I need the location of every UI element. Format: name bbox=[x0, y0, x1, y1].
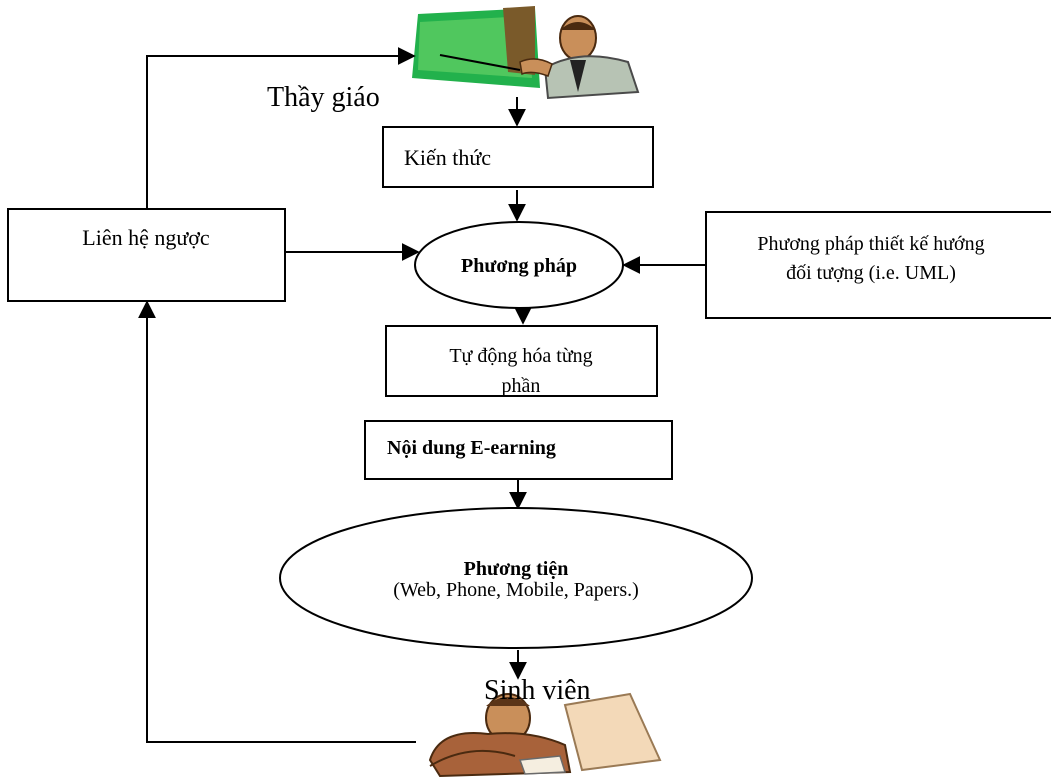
oo-design-line1: Phương pháp thiết kế hướng bbox=[757, 233, 984, 255]
content-label: Nội dung E-earning bbox=[387, 437, 556, 459]
feedback-label: Liên hệ ngược bbox=[82, 225, 210, 250]
teacher-label: Thầy giáo bbox=[267, 82, 380, 113]
method-label: Phương pháp bbox=[461, 255, 577, 277]
means-ellipse: Phương tiện (Web, Phone, Mobile, Papers.… bbox=[279, 507, 753, 649]
knowledge-box: Kiến thức bbox=[382, 126, 654, 188]
automation-line2: phần bbox=[502, 375, 541, 397]
student-label: Sinh viên bbox=[484, 675, 591, 706]
connectors bbox=[138, 47, 705, 743]
oo-design-line2: đối tượng (i.e. UML) bbox=[786, 262, 956, 284]
feedback-box: Liên hệ ngược bbox=[7, 208, 286, 302]
automation-box: Tự động hóa từng phần bbox=[385, 325, 658, 397]
knowledge-label: Kiến thức bbox=[404, 145, 491, 170]
automation-line1: Tự động hóa từng bbox=[449, 345, 592, 367]
content-box: Nội dung E-earning bbox=[364, 420, 673, 480]
teacher-at-board-icon bbox=[412, 6, 640, 100]
means-subtitle: (Web, Phone, Mobile, Papers.) bbox=[393, 579, 639, 601]
oo-design-box: Phương pháp thiết kế hướng đối tượng (i.… bbox=[705, 211, 1051, 319]
method-ellipse: Phương pháp bbox=[414, 221, 624, 309]
means-title: Phương tiện bbox=[464, 558, 569, 580]
student-at-computer-icon bbox=[428, 692, 662, 778]
